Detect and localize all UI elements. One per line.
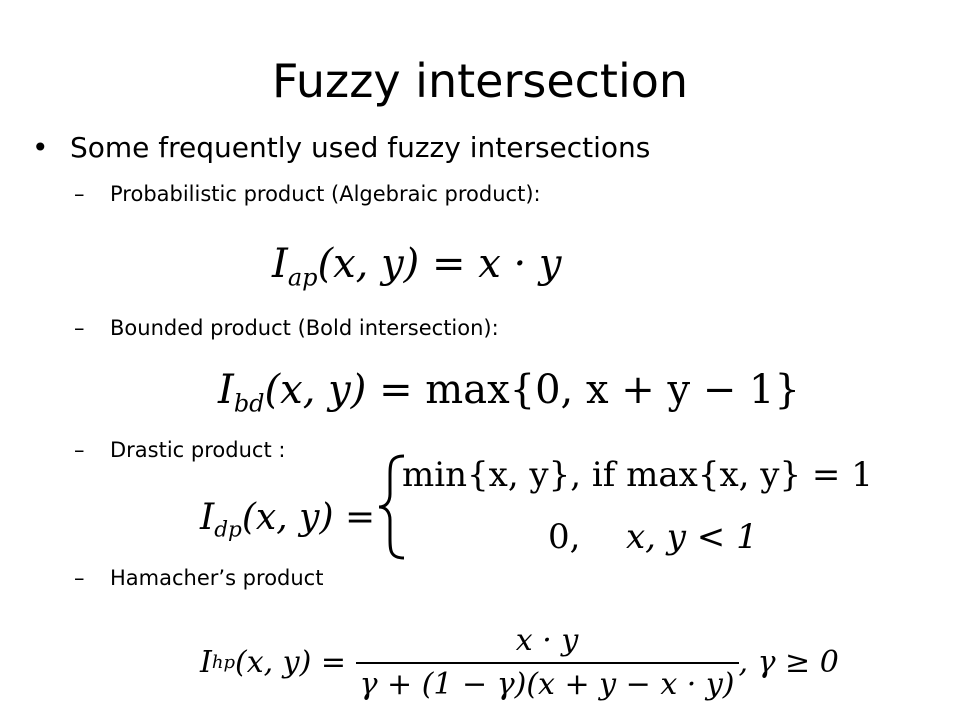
formula-algebraic-sub: ap <box>287 263 318 292</box>
formula-drastic-I: I <box>200 497 215 538</box>
formula-drastic-case2-value: 0, <box>548 517 581 557</box>
formula-hamacher-denominator: γ + (1 − γ)(x + y − x · y) <box>355 662 739 700</box>
formula-hamacher-sub: hp <box>211 652 235 673</box>
formula-bounded-args: (x, y) <box>264 367 367 413</box>
formula-bounded-I: I <box>218 367 234 413</box>
slide-title: Fuzzy intersection <box>271 54 689 108</box>
formula-algebraic-rhs: = x · y <box>432 241 562 287</box>
bullet-main-text: Some frequently used fuzzy intersections <box>70 131 651 164</box>
left-brace <box>378 454 405 560</box>
dash-marker: – <box>74 182 85 206</box>
dash-marker: – <box>74 566 85 590</box>
bullet-dot: • <box>32 131 49 164</box>
formula-hamacher: Ihp(x, y) = x · y γ + (1 − γ)(x + y − x … <box>200 626 839 700</box>
formula-bounded: Ibd(x, y) = max{0, x + y − 1} <box>218 370 800 415</box>
subitem-hamacher-text: Hamacher’s product <box>110 566 324 590</box>
subitem-bounded-text: Bounded product (Bold intersection): <box>110 316 499 340</box>
subitem-algebraic-text: Probabilistic product (Algebraic product… <box>110 182 541 206</box>
dash-marker: – <box>74 316 85 340</box>
formula-drastic-sub: dp <box>214 517 242 543</box>
formula-algebraic: Iap(x, y) = x · y <box>272 244 562 289</box>
dash-marker: – <box>74 438 85 462</box>
formula-hamacher-fraction: x · y γ + (1 − γ)(x + y − x · y) <box>355 623 739 700</box>
formula-drastic-case1: min{x, y}, if max{x, y} = 1 <box>402 455 873 495</box>
formula-hamacher-condition: , γ ≥ 0 <box>738 645 839 680</box>
formula-hamacher-args: (x, y) = <box>234 645 347 680</box>
subitem-drastic-text: Drastic product : <box>110 438 286 462</box>
formula-drastic-case2-condition: x, y < 1 <box>626 517 758 557</box>
formula-drastic-lhs: Idp(x, y) = <box>200 500 375 541</box>
formula-algebraic-args: (x, y) <box>317 241 420 287</box>
formula-bounded-sub: bd <box>233 389 265 418</box>
formula-hamacher-numerator: x · y <box>515 623 579 658</box>
formula-algebraic-I: I <box>272 241 288 287</box>
formula-hamacher-I: I <box>200 645 212 680</box>
formula-drastic-args: (x, y) = <box>241 497 376 538</box>
formula-bounded-rhs: = max{0, x + y − 1} <box>379 367 800 413</box>
